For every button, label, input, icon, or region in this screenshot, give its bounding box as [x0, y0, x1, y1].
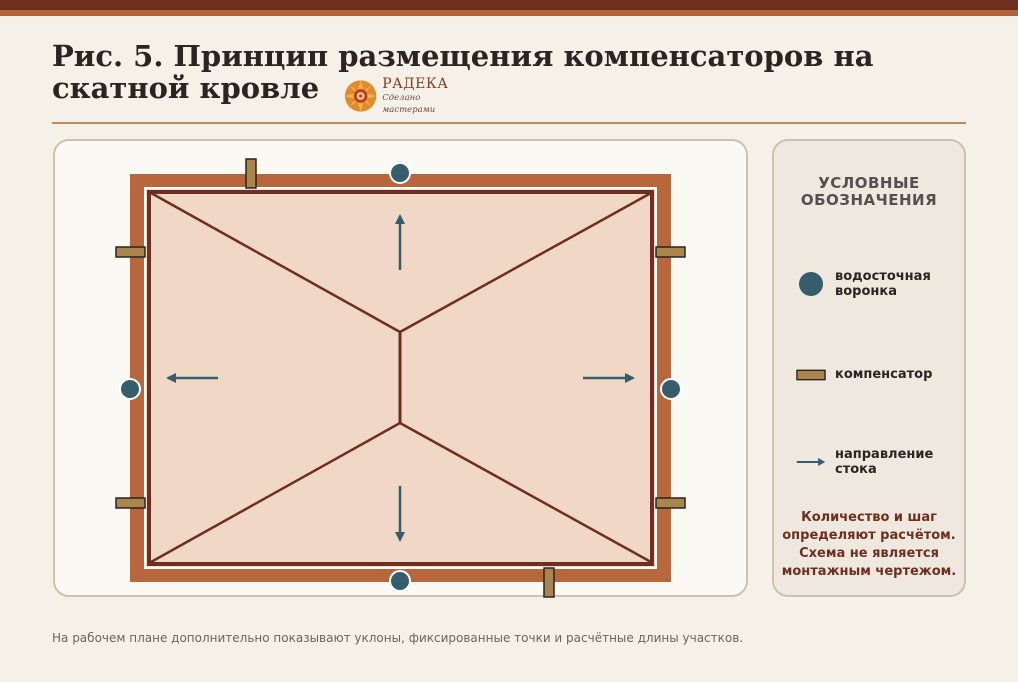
drain-funnel-top — [389, 162, 411, 184]
legend-item-drain: водосточная воронка — [796, 269, 966, 299]
legend-item-compensator: компенсатор — [796, 367, 966, 382]
hip-line-bottom-right — [399, 421, 652, 564]
compensator-right-lower — [655, 497, 686, 509]
flow-arrows — [166, 214, 635, 542]
brand-logo: РАДЕКА Сделано мастерами — [344, 76, 474, 115]
drain-funnels — [119, 162, 682, 592]
compensator-bottom — [543, 567, 555, 598]
drain-funnel-left — [119, 378, 141, 400]
compensator-top — [245, 158, 257, 189]
drain-funnel-bottom — [389, 570, 411, 592]
sun-emblem-icon — [344, 80, 377, 112]
hip-line-bottom-left — [150, 421, 401, 564]
hip-line-top-left — [150, 191, 401, 334]
legend-label-drain: водосточная воронка — [835, 269, 931, 299]
legend-note: Количество и шаг определяют расчётом. Сх… — [781, 510, 957, 579]
compensator-icon — [796, 369, 826, 380]
compensator-right-upper — [655, 246, 686, 258]
flow-arrow-icon — [796, 458, 826, 466]
drain-funnel-icon — [799, 272, 823, 296]
legend-title: УСЛОВНЫЕ ОБОЗНАЧЕНИЯ — [800, 174, 938, 209]
roof-edge — [147, 190, 654, 566]
legend-label-compensator: компенсатор — [835, 367, 933, 382]
legend-item-flow: направление стока — [796, 447, 966, 477]
logo-wordmark: РАДЕКА — [382, 76, 449, 92]
drain-funnel-right — [660, 378, 682, 400]
compensators — [115, 158, 686, 598]
legend-label-flow: направление стока — [835, 447, 934, 477]
roof-ridges — [150, 191, 652, 564]
top-accent-bar — [0, 0, 1018, 16]
legend-panel: УСЛОВНЫЕ ОБОЗНАЧЕНИЯ водосточная воронка… — [772, 139, 966, 597]
page-title: Рис. 5. Принцип размещения компенсаторов… — [52, 39, 874, 105]
hip-line-top-right — [399, 191, 652, 334]
compensator-left-upper — [115, 246, 146, 258]
logo-tagline: Сделано мастерами — [382, 93, 436, 115]
compensator-left-lower — [115, 497, 146, 509]
figure-caption: На рабочем плане дополнительно показываю… — [52, 631, 744, 645]
title-divider — [52, 122, 966, 124]
